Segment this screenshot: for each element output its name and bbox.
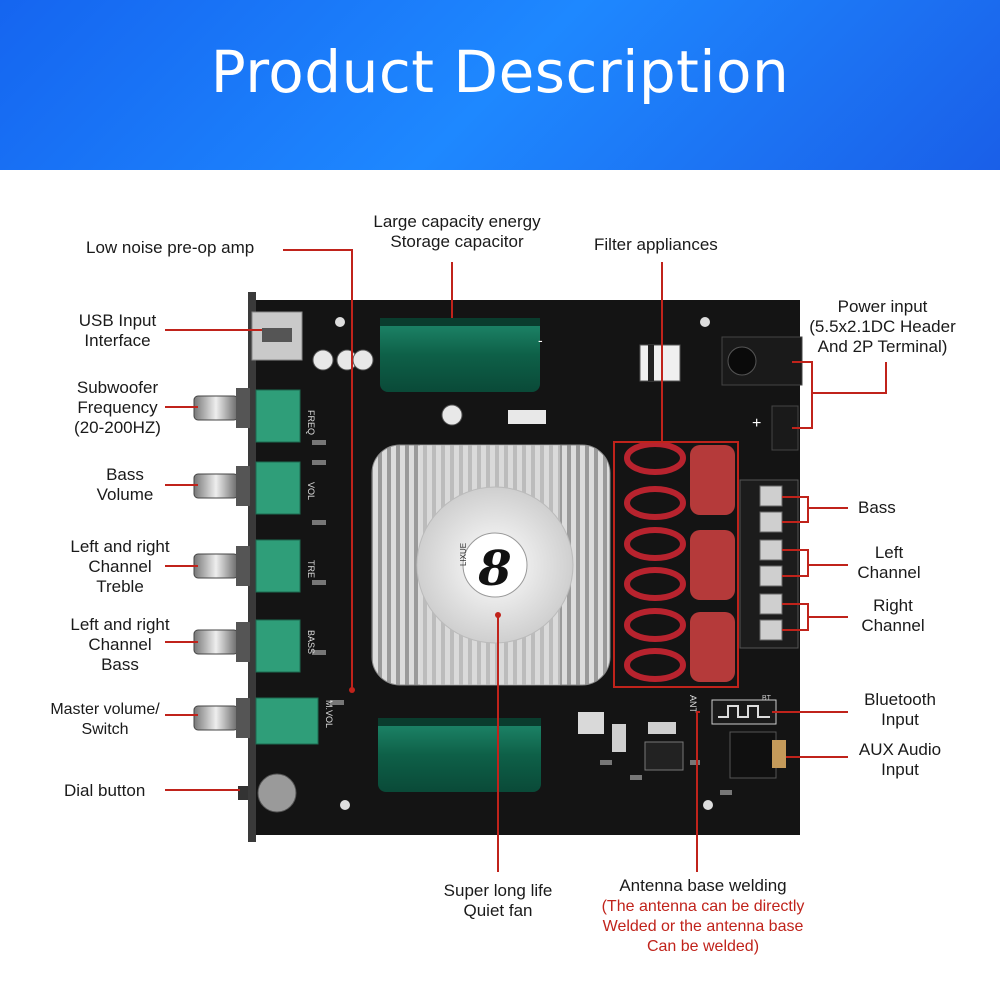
page-title: Product Description	[210, 38, 790, 106]
pot-label-vol: VOL	[306, 482, 316, 500]
label-low-noise-amp: Low noise pre-op amp	[86, 238, 255, 257]
cooling-fan	[416, 486, 574, 644]
potentiometers	[255, 389, 319, 745]
small-capacitors	[312, 349, 463, 426]
ant-silk-label: ANT	[688, 695, 698, 714]
power-components	[639, 336, 803, 451]
pot-label-bass: BASS	[306, 630, 316, 654]
filter-appliances	[613, 441, 739, 688]
label-filter-appliances: Filter appliances	[594, 235, 718, 254]
bluetooth-module	[711, 699, 777, 725]
fan-brand: LIXUE	[459, 543, 468, 566]
output-terminals	[739, 479, 799, 649]
leader-dots	[349, 612, 501, 693]
knobs[interactable]	[193, 388, 250, 738]
energy-storage-capacitor	[378, 318, 541, 792]
label-master-volume: Master volume/Switch	[50, 701, 160, 738]
bt-silk-label: BT	[762, 695, 772, 702]
pot-label-mvol: M.VOL	[324, 700, 334, 728]
pot-label-freq: FREQ	[306, 410, 316, 435]
label-dial-button: Dial button	[64, 781, 146, 800]
label-bass-output: Bass	[858, 498, 896, 517]
fan-logo: 8	[477, 541, 511, 597]
pot-label-tre: TRE	[306, 560, 316, 578]
power-plus: +	[752, 415, 761, 432]
dial-button[interactable]	[238, 773, 297, 813]
chips	[508, 410, 684, 771]
label-antenna-base: Antenna base welding	[619, 876, 787, 895]
usb-port	[251, 311, 303, 361]
header-banner: Product Description	[0, 0, 1000, 170]
power-minus: -	[538, 332, 543, 348]
aux-jack	[729, 731, 786, 779]
leader-lines	[165, 249, 887, 872]
